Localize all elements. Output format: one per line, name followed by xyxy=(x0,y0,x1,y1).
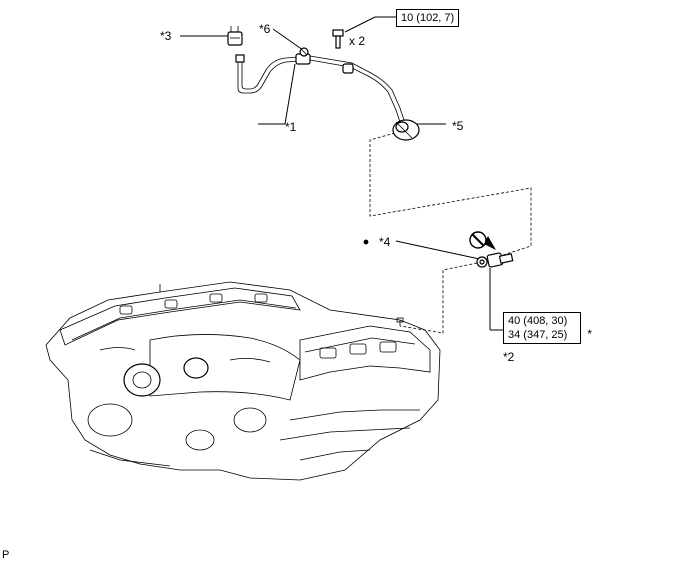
union-fitting xyxy=(392,119,420,141)
clip-part xyxy=(227,26,243,46)
alignment-dashes xyxy=(369,132,532,334)
torque-line-1: 40 (408, 30) xyxy=(508,315,568,327)
callout-4: *4 xyxy=(379,235,391,249)
callout-5: *5 xyxy=(452,119,464,133)
top-bolt xyxy=(332,29,344,49)
apply-adhesive-icon xyxy=(469,231,496,250)
callout-2: *2 xyxy=(503,350,515,364)
callout-3: *3 xyxy=(160,29,172,43)
leader-lines xyxy=(180,16,503,331)
gasket xyxy=(476,256,488,268)
union-bolt xyxy=(486,252,514,268)
bolt-quantity: x 2 xyxy=(349,34,366,48)
new-part-bullet-icon xyxy=(363,239,369,245)
torque-spec-right: 40 (408, 30) 34 (347, 25) * xyxy=(503,312,592,344)
corner-code: P xyxy=(2,549,10,561)
torque-line-2: 34 (347, 25) xyxy=(508,329,568,341)
callout-1: *1 xyxy=(285,120,297,134)
pipe-assembly xyxy=(235,53,405,123)
torque-note-mark: * xyxy=(587,327,592,341)
bracket-bolt xyxy=(299,47,309,57)
torque-spec-top: 10 (102, 7) xyxy=(396,9,460,27)
callout-6: *6 xyxy=(259,22,271,36)
engine-block xyxy=(45,281,441,481)
